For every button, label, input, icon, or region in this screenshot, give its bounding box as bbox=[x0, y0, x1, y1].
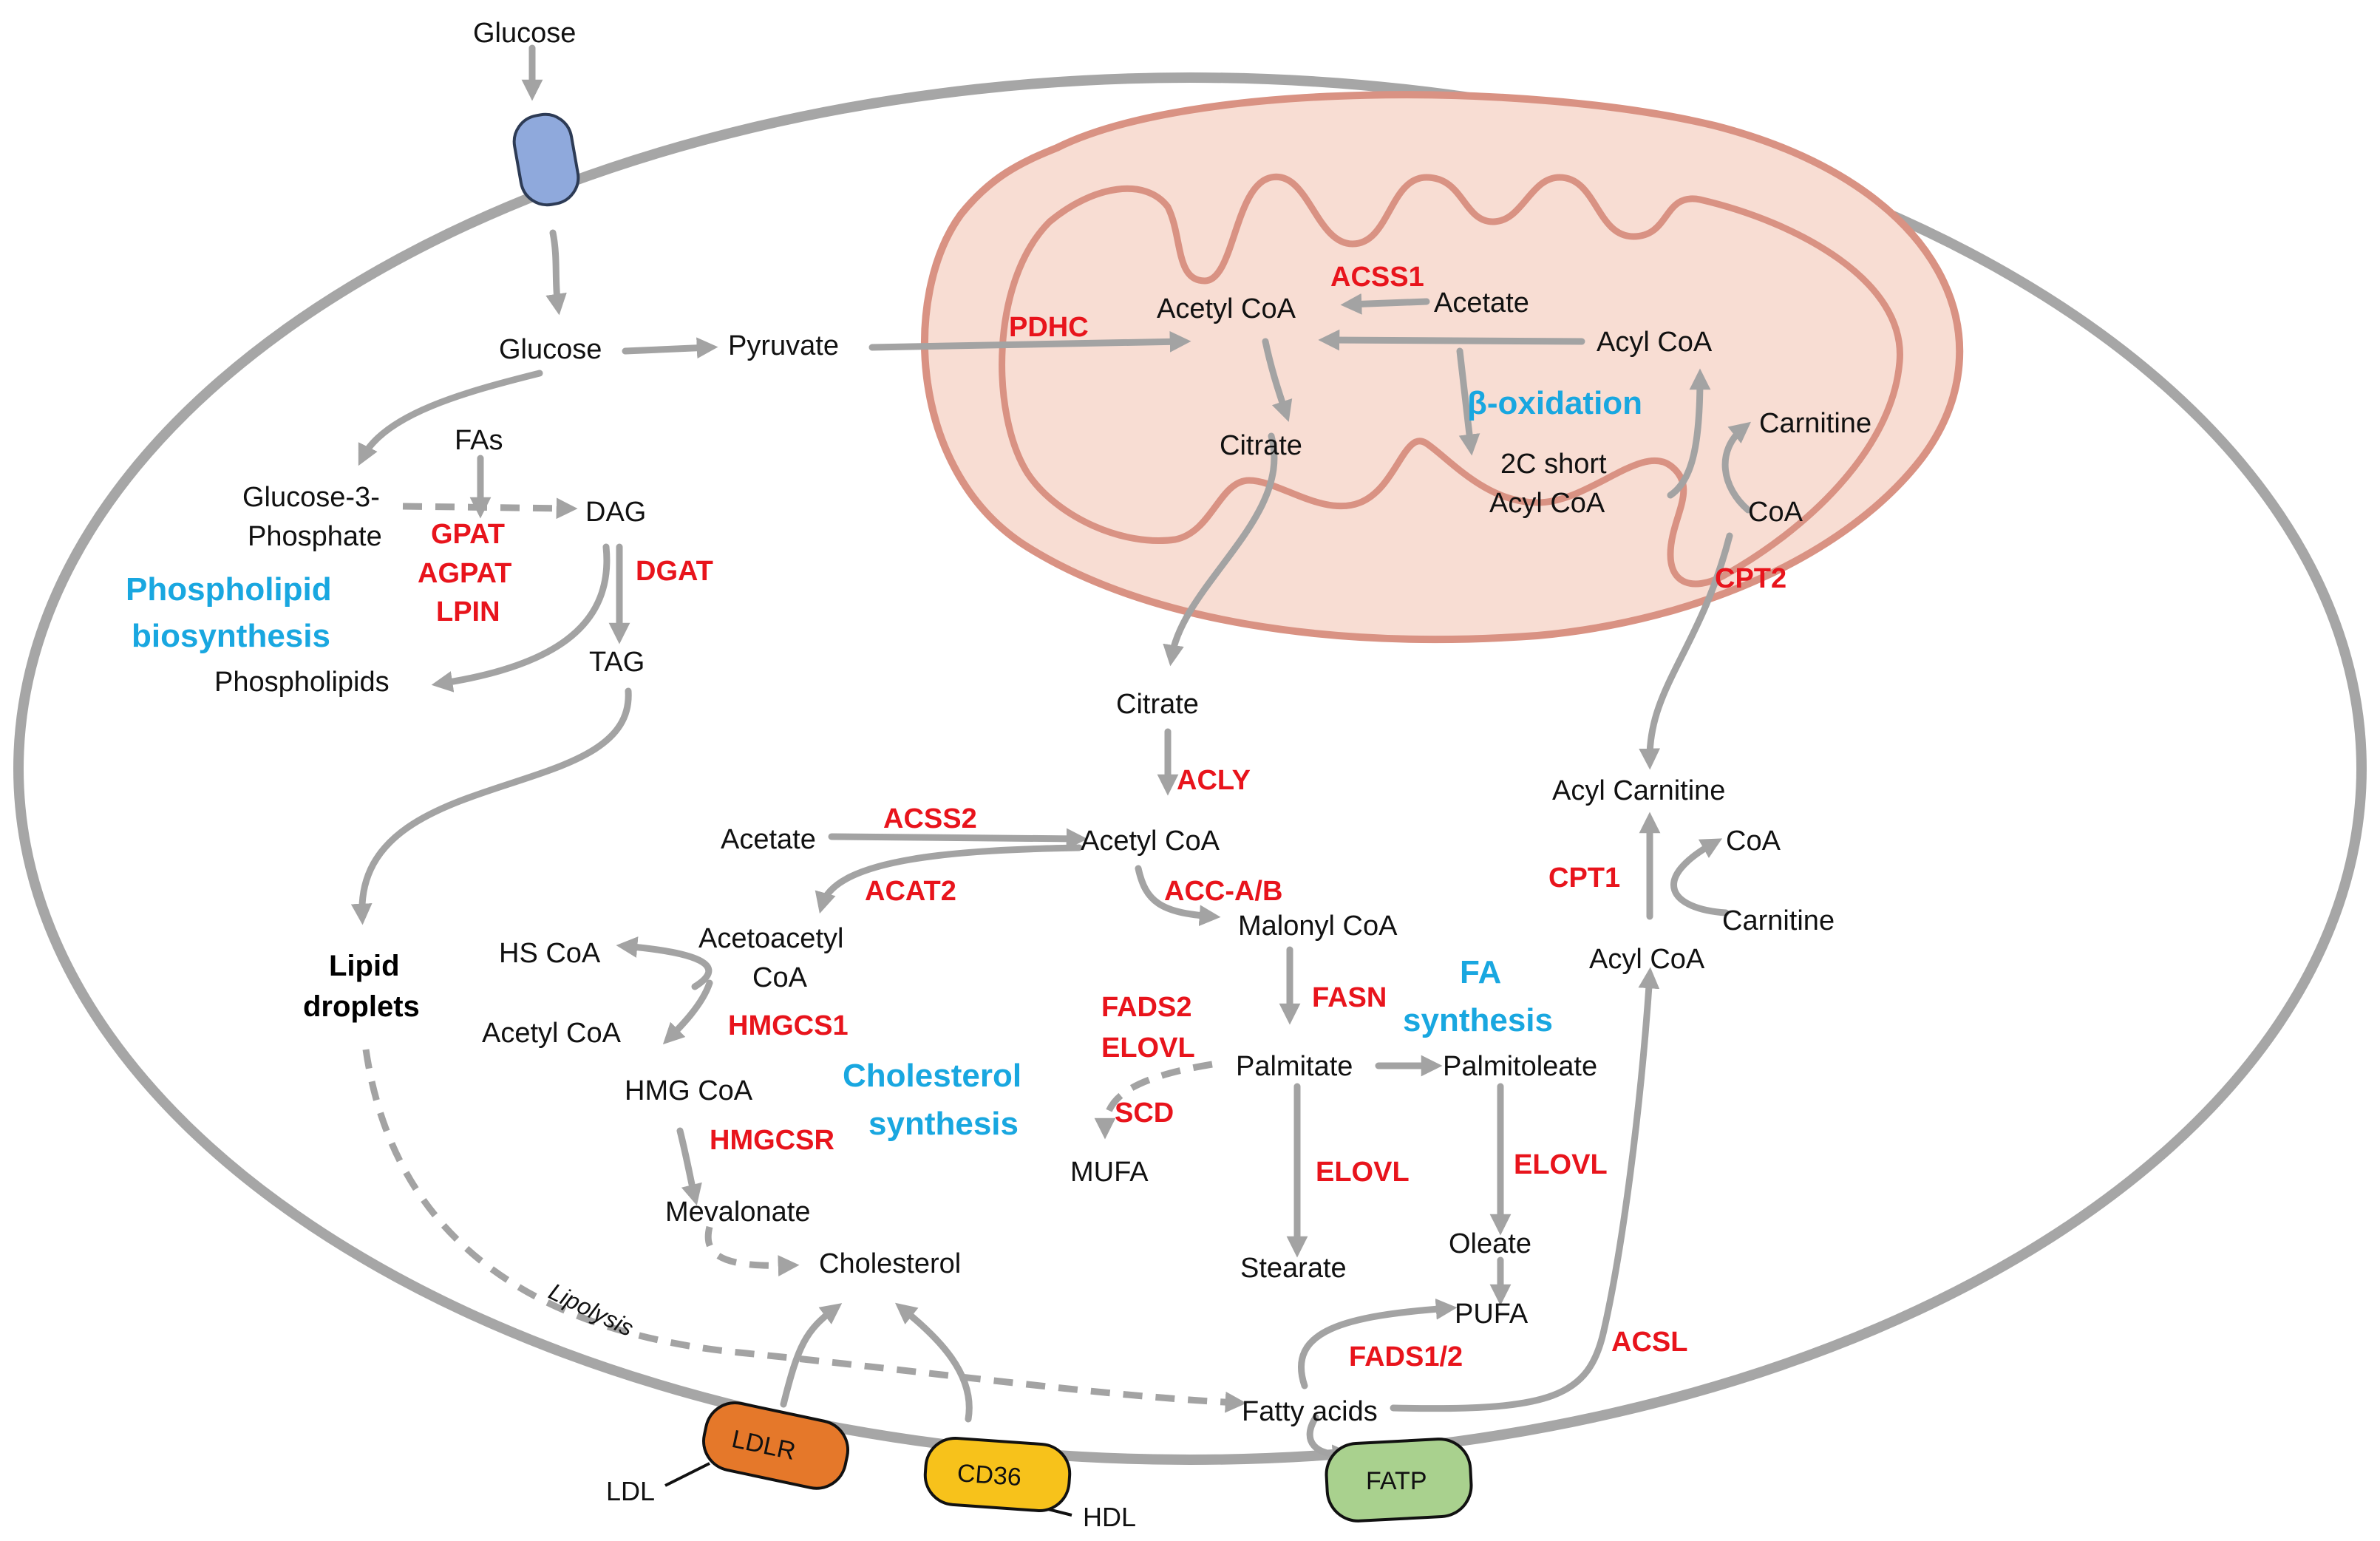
lipid-droplets-line2: droplets bbox=[303, 990, 420, 1023]
metabolite-mevalonate: Mevalonate bbox=[665, 1197, 810, 1228]
enzyme-fads2: FADS2 bbox=[1101, 992, 1191, 1023]
enzyme-cpt2: CPT2 bbox=[1715, 563, 1786, 594]
mitochondrion-inner-membrane bbox=[999, 173, 1903, 588]
metabolite-pyruvate: Pyruvate bbox=[728, 330, 839, 361]
cell-membrane bbox=[13, 72, 2367, 1465]
metabolite-mufa: MUFA bbox=[1070, 1157, 1149, 1188]
metabolite-coa-cyto: CoA bbox=[1726, 826, 1781, 857]
metabolite-palmitoleate: Palmitoleate bbox=[1443, 1051, 1597, 1082]
metabolite-acyl-coa-cyto: Acyl CoA bbox=[1589, 944, 1705, 975]
enzyme-acat2: ACAT2 bbox=[865, 876, 956, 907]
enzyme-dgat: DGAT bbox=[636, 556, 713, 587]
metabolite-hs-coa: HS CoA bbox=[499, 938, 601, 969]
enzyme-hmgcs1: HMGCS1 bbox=[728, 1010, 849, 1041]
metabolite-acetoacetyl-line1: Acetoacetyl bbox=[698, 923, 843, 954]
lipid-droplets-line1: Lipid bbox=[329, 950, 400, 982]
metabolite-acetyl-coa-chol: Acetyl CoA bbox=[482, 1018, 622, 1049]
metabolite-glucose-external: Glucose bbox=[473, 18, 576, 49]
hdl-label: HDL bbox=[1083, 1502, 1136, 1532]
metabolite-fatty-acids: Fatty acids bbox=[1242, 1396, 1378, 1427]
cd36-receptor-icon: CD36 bbox=[923, 1436, 1072, 1517]
metabolite-acetate-mito: Acetate bbox=[1434, 288, 1529, 319]
fatp-label: FATP bbox=[1366, 1467, 1427, 1495]
cd36-label: CD36 bbox=[956, 1459, 1022, 1491]
enzyme-acsl: ACSL bbox=[1611, 1327, 1687, 1358]
metabolite-coa-mito: CoA bbox=[1748, 497, 1803, 528]
metabolite-pufa: PUFA bbox=[1455, 1299, 1529, 1330]
metabolite-palmitate: Palmitate bbox=[1236, 1051, 1353, 1082]
metabolite-acetate-cyto: Acetate bbox=[721, 824, 816, 855]
enzyme-fasn: FASN bbox=[1312, 982, 1387, 1013]
metabolite-carnitine-mito: Carnitine bbox=[1759, 408, 1871, 439]
pathway-phospholipid-line1: Phospholipid bbox=[126, 571, 332, 608]
enzyme-acss1: ACSS1 bbox=[1330, 262, 1424, 293]
dashed-arrows bbox=[362, 497, 1247, 1413]
pathway-phospholipid-line2: biosynthesis bbox=[132, 618, 330, 654]
metabolite-acetyl-coa-cyto: Acetyl CoA bbox=[1081, 826, 1220, 857]
metabolite-acetoacetyl-line2: CoA bbox=[752, 962, 808, 993]
enzyme-fads12: FADS1/2 bbox=[1349, 1341, 1463, 1372]
mitochondrion-icon bbox=[921, 91, 1964, 643]
enzyme-acly: ACLY bbox=[1177, 765, 1251, 796]
enzyme-gpat: GPAT bbox=[431, 519, 505, 550]
pathway-cholesterol-line2: synthesis bbox=[868, 1106, 1019, 1142]
enzyme-lpin: LPIN bbox=[436, 596, 500, 627]
pathway-fa-line1: FA bbox=[1460, 954, 1501, 990]
fatp-transporter-icon: FATP bbox=[1325, 1438, 1473, 1523]
metabolite-glucose: Glucose bbox=[499, 334, 602, 365]
metabolite-citrate-cyto: Citrate bbox=[1116, 689, 1199, 720]
enzyme-elovl-c: ELOVL bbox=[1514, 1149, 1608, 1180]
metabolite-malonyl-coa: Malonyl CoA bbox=[1238, 911, 1398, 942]
metabolite-2c-short: 2C short bbox=[1500, 449, 1607, 480]
enzyme-cpt1: CPT1 bbox=[1548, 863, 1620, 894]
metabolite-tag: TAG bbox=[589, 647, 645, 678]
metabolite-carnitine-cyto: Carnitine bbox=[1722, 905, 1835, 936]
pathway-fa-line2: synthesis bbox=[1403, 1002, 1553, 1038]
metabolite-cholesterol: Cholesterol bbox=[819, 1248, 961, 1279]
enzyme-scd: SCD bbox=[1115, 1098, 1174, 1129]
enzyme-hmgcsr: HMGCSR bbox=[710, 1125, 834, 1156]
metabolite-citrate-mito: Citrate bbox=[1220, 430, 1302, 461]
metabolite-fas: FAs bbox=[455, 425, 503, 456]
metabolite-acetyl-coa-mito: Acetyl CoA bbox=[1157, 293, 1296, 324]
enzyme-elovl-a: ELOVL bbox=[1101, 1033, 1195, 1064]
metabolite-hmg-coa: HMG CoA bbox=[625, 1075, 753, 1106]
metabolite-glucose-3-phosphate-line1: Glucose-3- bbox=[242, 482, 380, 513]
ldl-label: LDL bbox=[606, 1476, 655, 1506]
pathway-cholesterol-line1: Cholesterol bbox=[843, 1058, 1021, 1094]
enzyme-acss2: ACSS2 bbox=[883, 803, 977, 834]
glucose-transporter-icon bbox=[512, 112, 580, 207]
enzyme-agpat: AGPAT bbox=[418, 558, 511, 589]
metabolite-glucose-3-phosphate-line2: Phosphate bbox=[248, 521, 382, 552]
metabolite-acyl-coa-mito: Acyl CoA bbox=[1597, 327, 1713, 358]
enzyme-pdhc: PDHC bbox=[1009, 312, 1089, 343]
pathway-arrows bbox=[350, 44, 1752, 1466]
metabolite-dag: DAG bbox=[585, 497, 646, 528]
metabolite-phospholipids: Phospholipids bbox=[214, 667, 390, 698]
metabolite-stearate: Stearate bbox=[1240, 1253, 1347, 1284]
metabolite-short-acyl-coa: Acyl CoA bbox=[1489, 488, 1605, 519]
enzyme-elovl-b: ELOVL bbox=[1316, 1157, 1410, 1188]
pathway-beta-oxidation: β-oxidation bbox=[1467, 385, 1642, 421]
enzyme-acc: ACC-A/B bbox=[1164, 876, 1282, 907]
ldlr-receptor-icon: LDLR bbox=[664, 1401, 850, 1490]
metabolite-acyl-carnitine: Acyl Carnitine bbox=[1552, 775, 1725, 806]
metabolite-oleate: Oleate bbox=[1449, 1228, 1531, 1259]
